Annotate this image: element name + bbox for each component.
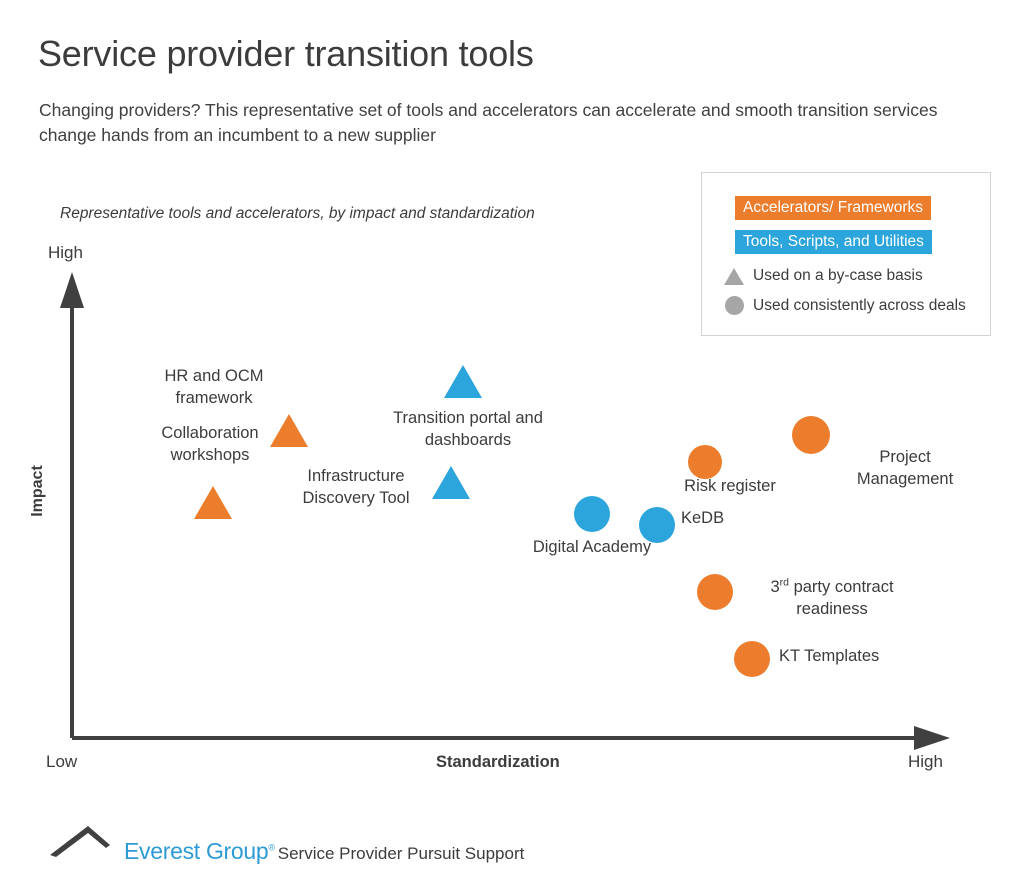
legend-chip-accelerators-frameworks[interactable]: Accelerators/ Frameworks: [735, 196, 932, 220]
label-kt-templates: KT Templates: [779, 647, 880, 665]
label-kedb: KeDB: [681, 509, 725, 527]
registered-trademark-icon: ®: [268, 842, 275, 853]
y-axis-max-label: High: [48, 243, 83, 262]
everest-mountain-logo-icon: [48, 820, 126, 863]
marker-infrastructure-discovery-tool[interactable]: [432, 466, 470, 499]
legend-row-by-case: Used on a by-case basis: [724, 267, 923, 285]
label-risk-register: Risk register: [684, 477, 776, 495]
circle-icon: [725, 296, 744, 315]
marker-transition-portal-and-dashboards[interactable]: [444, 365, 482, 398]
label-3rd-party-contract-readiness: 3rd party contract readiness: [742, 576, 922, 620]
legend-chip-tools-scripts-utilities[interactable]: Tools, Scripts, and Utilities: [735, 230, 932, 254]
footer-tagline: Service Provider Pursuit Support: [277, 844, 525, 863]
x-axis-title: Standardization: [436, 753, 560, 771]
marker-3rd-party-contract-readiness[interactable]: [697, 574, 733, 610]
legend-label-by-case: Used on a by-case basis: [753, 267, 923, 284]
legend-row-consistent: Used consistently across deals: [724, 296, 966, 315]
marker-kt-templates[interactable]: [734, 641, 770, 677]
footer-brand-text: Everest Group: [124, 838, 269, 864]
y-axis-title: Impact: [29, 465, 46, 517]
legend-label-consistent: Used consistently across deals: [753, 296, 966, 314]
marker-hr-ocm-framework[interactable]: [194, 486, 232, 519]
label-project-management: Project Management: [856, 448, 954, 488]
label-3rd-party-prefix: 3: [770, 578, 780, 596]
triangle-icon: [724, 267, 744, 285]
x-axis-max-label: High: [908, 752, 943, 771]
page-title: Service provider transition tools: [38, 33, 534, 74]
marker-digital-academy[interactable]: [574, 496, 610, 532]
label-infrastructure-discovery-tool: Infrastructure Discovery Tool: [302, 467, 410, 507]
marker-collaboration-workshops[interactable]: [270, 414, 308, 447]
label-transition-portal-and-dashboards: Transition portal and dashboards: [393, 409, 543, 449]
marker-kedb[interactable]: [639, 507, 675, 543]
label-3rd-party-rest: party contract readiness: [793, 578, 894, 618]
chart-legend: Accelerators/ Frameworks Tools, Scripts,…: [701, 172, 991, 336]
label-collaboration-workshops: Collaboration workshops: [161, 424, 259, 464]
marker-project-management[interactable]: [792, 416, 830, 454]
marker-risk-register[interactable]: [688, 445, 722, 479]
label-hr-ocm-framework: HR and OCM framework: [164, 367, 264, 407]
page-subtitle: Changing providers? This representative …: [39, 100, 938, 145]
label-digital-academy: Digital Academy: [532, 538, 652, 556]
label-3rd-party-ordinal: rd: [779, 576, 789, 589]
chart-caption: Representative tools and accelerators, b…: [60, 205, 535, 222]
x-axis-min-label: Low: [46, 752, 78, 771]
footer: Everest Group® Service Provider Pursuit …: [48, 820, 524, 865]
footer-brand-name: Everest Group®: [124, 838, 275, 865]
